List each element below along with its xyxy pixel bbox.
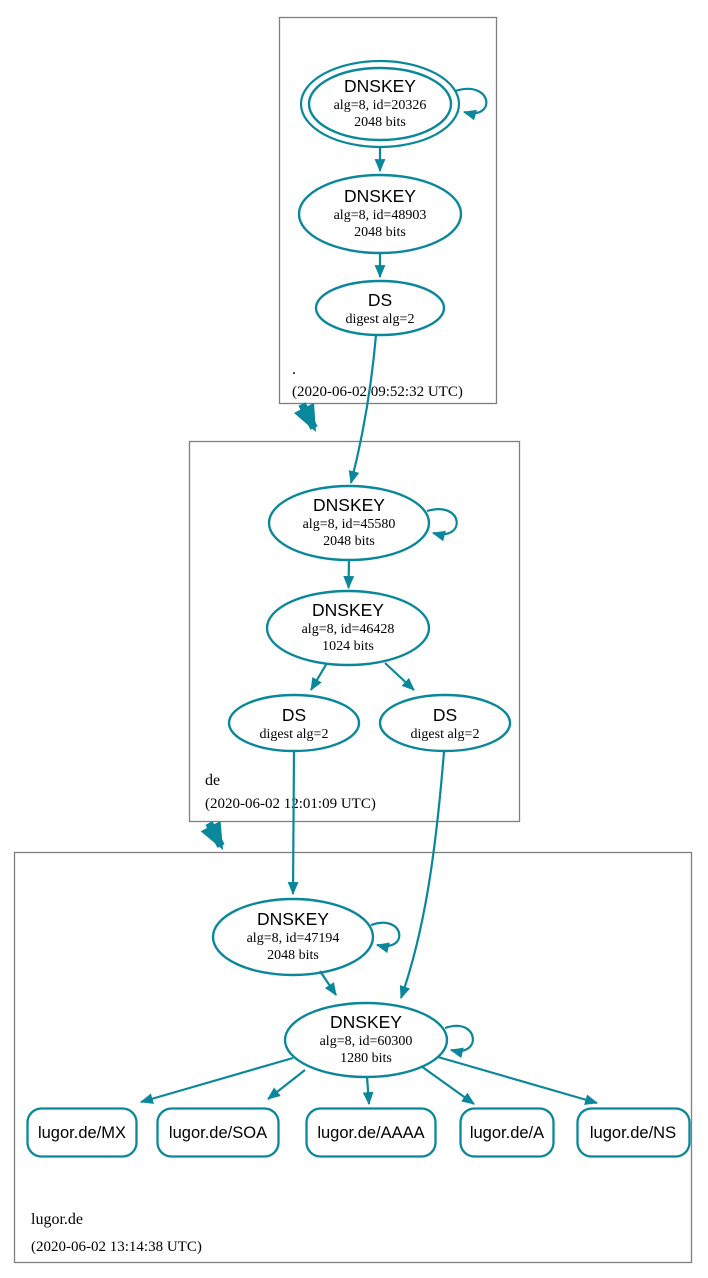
node-de-zsk-line2: 1024 bits [322, 639, 374, 654]
edge-de-zsk-to-ds2 [384, 662, 415, 691]
node-root-ds-title: DS [368, 290, 392, 310]
node-de-zsk-title: DNSKEY [312, 600, 384, 620]
rrset-lugor-de-soa-label: lugor.de/SOA [169, 1124, 267, 1142]
node-de-ksk[interactable] [267, 484, 431, 562]
edge-lugor-de-zsk-to-ns [437, 1055, 599, 1105]
node-de-zsk[interactable] [265, 589, 431, 667]
edge-de-ksk-to-zsk [343, 560, 355, 590]
node-root-zsk-line2: 2048 bits [354, 225, 406, 240]
node-de-ds-2[interactable] [378, 693, 512, 753]
node-root-zsk-title: DNSKEY [344, 186, 416, 206]
node-de-ksk-line2: 2048 bits [323, 534, 375, 549]
zone-root: . (2020-06-02 09:52:32 UTC) DNSKEY alg=8… [278, 16, 498, 405]
rrset-lugor-de-mx[interactable] [26, 1107, 138, 1158]
zone-de-box [188, 440, 521, 823]
zone-lugor-de-timestamp: (2020-06-02 13:14:38 UTC) [31, 1239, 202, 1255]
edge-lugor-de-zsk-to-mx [139, 1056, 294, 1104]
node-root-ksk-line1: alg=8, id=20326 [334, 98, 427, 113]
node-de-ksk-title: DNSKEY [313, 495, 385, 515]
zone-lugor-de-box [13, 851, 693, 1264]
edge-de-ds1-to-lugor-ksk [287, 751, 299, 896]
node-root-ksk-line2: 2048 bits [354, 115, 406, 130]
edge-de-ksk-self-sign [426, 508, 458, 542]
edge-root-ksk-self-sign [454, 87, 488, 121]
zone-de-timestamp: (2020-06-02 12:01:09 UTC) [205, 796, 376, 812]
edge-lugor-de-zsk-to-soa [267, 1069, 306, 1100]
node-lugor-de-ksk-line2: 2048 bits [267, 948, 319, 963]
rrset-lugor-de-mx-label: lugor.de/MX [38, 1124, 126, 1142]
rrset-lugor-de-aaaa-label: lugor.de/AAAA [317, 1124, 424, 1142]
node-root-ds-line1: digest alg=2 [346, 312, 415, 327]
edge-de-zsk-to-ds1 [310, 662, 328, 691]
zone-root-timestamp: (2020-06-02 09:52:32 UTC) [292, 384, 463, 400]
rrset-lugor-de-ns-label: lugor.de/NS [590, 1124, 676, 1142]
node-lugor-de-ksk-line1: alg=8, id=47194 [247, 931, 340, 946]
zone-lugor-de-label: lugor.de [31, 1211, 83, 1228]
rrset-lugor-de-soa[interactable] [156, 1107, 280, 1158]
edge-de-ds2-to-lugor-zsk [399, 751, 446, 1000]
node-lugor-de-zsk-line1: alg=8, id=60300 [320, 1034, 413, 1049]
rrset-lugor-de-ns[interactable] [576, 1107, 691, 1158]
node-de-zsk-line1: alg=8, id=46428 [302, 622, 395, 637]
edge-lugor-de-zsk-to-aaaa [362, 1076, 374, 1106]
node-root-ksk[interactable] [307, 66, 453, 142]
node-lugor-de-zsk[interactable] [283, 1001, 449, 1079]
node-lugor-de-ksk[interactable] [211, 897, 375, 977]
zone-root-label: . [292, 361, 296, 378]
node-de-ds-2-line1: digest alg=2 [411, 727, 480, 742]
edge-lugor-de-ksk-to-zsk [319, 970, 337, 996]
rrset-lugor-de-a[interactable] [459, 1107, 555, 1158]
node-de-ds-1[interactable] [227, 693, 361, 753]
edge-root-ds-to-de-ksk [348, 334, 378, 485]
delegation-arrow-root-to-de [293, 402, 318, 433]
edge-lugor-de-zsk-self-sign [444, 1024, 474, 1059]
node-de-ksk-line1: alg=8, id=45580 [303, 517, 396, 532]
node-lugor-de-zsk-line2: 1280 bits [340, 1051, 392, 1066]
node-de-ds-1-line1: digest alg=2 [260, 727, 329, 742]
node-root-ds[interactable] [314, 279, 446, 337]
node-root-ksk-title: DNSKEY [344, 76, 416, 96]
edge-lugor-de-zsk-to-a [420, 1065, 475, 1105]
zone-de-label: de [205, 772, 220, 789]
zone-root-box [278, 16, 498, 405]
node-de-ds-2-title: DS [433, 705, 457, 725]
node-lugor-de-ksk-title: DNSKEY [257, 909, 329, 929]
delegation-arrow-de-to-lugor-de [200, 820, 225, 850]
node-lugor-de-zsk-title: DNSKEY [330, 1012, 402, 1032]
rrset-lugor-de-a-label: lugor.de/A [470, 1124, 544, 1142]
node-de-ds-1-title: DS [282, 705, 306, 725]
node-root-zsk-line1: alg=8, id=48903 [334, 208, 427, 223]
rrset-lugor-de-aaaa[interactable] [305, 1107, 437, 1158]
edge-lugor-de-ksk-self-sign [370, 921, 401, 954]
zone-de: de (2020-06-02 12:01:09 UTC) DNSKEY alg=… [188, 440, 521, 823]
zone-lugor-de: lugor.de (2020-06-02 13:14:38 UTC) DNSKE… [13, 851, 693, 1264]
